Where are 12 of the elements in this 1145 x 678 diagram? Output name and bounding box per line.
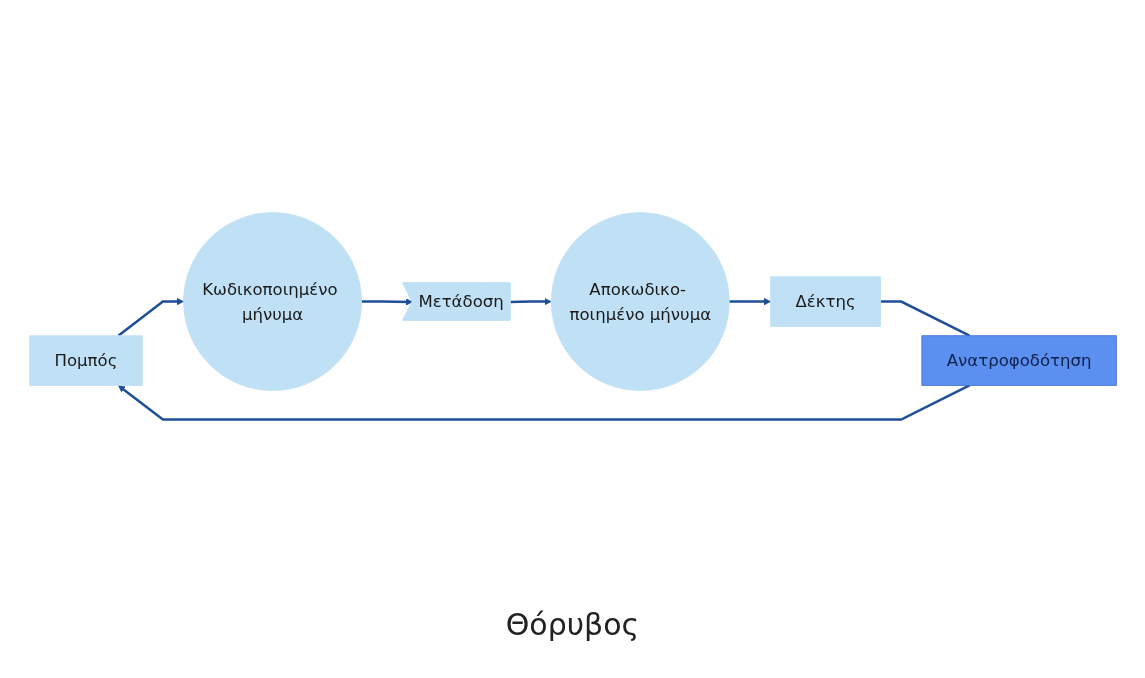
node-circle: Αποκωδικο- ποιημένο μήνυμα [550, 212, 730, 392]
arrow [117, 384, 970, 422]
arrow [728, 298, 771, 306]
noise-label: Θόρυβος [505, 606, 640, 642]
node-circle: Κωδικοποιημένο μήνυμα [182, 212, 362, 392]
node-box: Ανατροφοδότηση [920, 335, 1117, 387]
arrow [509, 298, 552, 306]
node-box: Πομπός [28, 335, 143, 387]
arrow [117, 298, 184, 338]
node-box: Δέκτης [769, 276, 881, 328]
connector [880, 300, 970, 338]
arrow [361, 298, 413, 306]
